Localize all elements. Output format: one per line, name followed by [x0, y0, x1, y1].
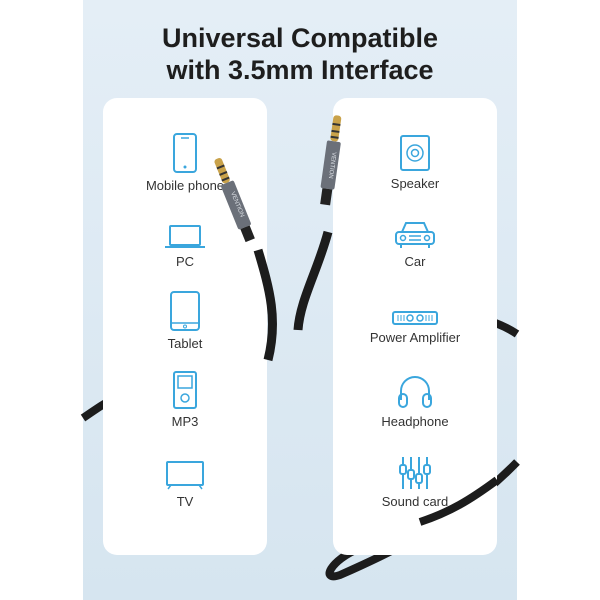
output-devices-card: Speaker Car Power Amplifier Headphone So… [333, 98, 497, 555]
tablet-icon [170, 291, 200, 331]
sound-card-icon [399, 457, 431, 489]
device-label: Power Amplifier [369, 330, 461, 345]
laptop-icon [165, 225, 205, 248]
speaker-icon [400, 135, 430, 171]
device-label: Mobile phone [145, 178, 225, 193]
amplifier-icon [392, 311, 438, 325]
mobile-phone-icon [173, 133, 197, 173]
tv-icon [166, 461, 204, 490]
device-headphone: Headphone [333, 372, 497, 429]
device-power-amplifier: Power Amplifier [333, 310, 497, 345]
mp3-player-icon [173, 371, 197, 409]
device-sound-card: Sound card [333, 456, 497, 509]
left-plug: VENTION [214, 158, 255, 243]
device-speaker: Speaker [333, 134, 497, 191]
device-mp3: MP3 [103, 370, 267, 429]
title-line-2: with 3.5mm Interface [166, 55, 434, 85]
device-label: Sound card [381, 494, 449, 509]
device-label: Headphone [381, 414, 449, 429]
page-title: Universal Compatible with 3.5mm Interfac… [0, 22, 600, 86]
device-car: Car [333, 220, 497, 269]
device-label: Speaker [390, 176, 440, 191]
device-tablet: Tablet [103, 290, 267, 351]
title-line-1: Universal Compatible [161, 23, 439, 53]
device-tv: TV [103, 460, 267, 509]
device-label: TV [176, 494, 194, 509]
brand-logo: VENTION [327, 152, 337, 179]
headphone-icon [398, 376, 432, 408]
car-icon [395, 222, 435, 248]
device-label: PC [175, 254, 195, 269]
device-mobile-phone: Mobile phone [103, 132, 267, 193]
device-label: Tablet [167, 336, 203, 351]
device-pc: PC [103, 224, 267, 269]
device-label: MP3 [171, 414, 199, 429]
source-devices-card: Mobile phone PC Tablet MP3 TV [103, 98, 267, 555]
right-plug: VENTION [320, 115, 342, 206]
device-label: Car [404, 254, 426, 269]
